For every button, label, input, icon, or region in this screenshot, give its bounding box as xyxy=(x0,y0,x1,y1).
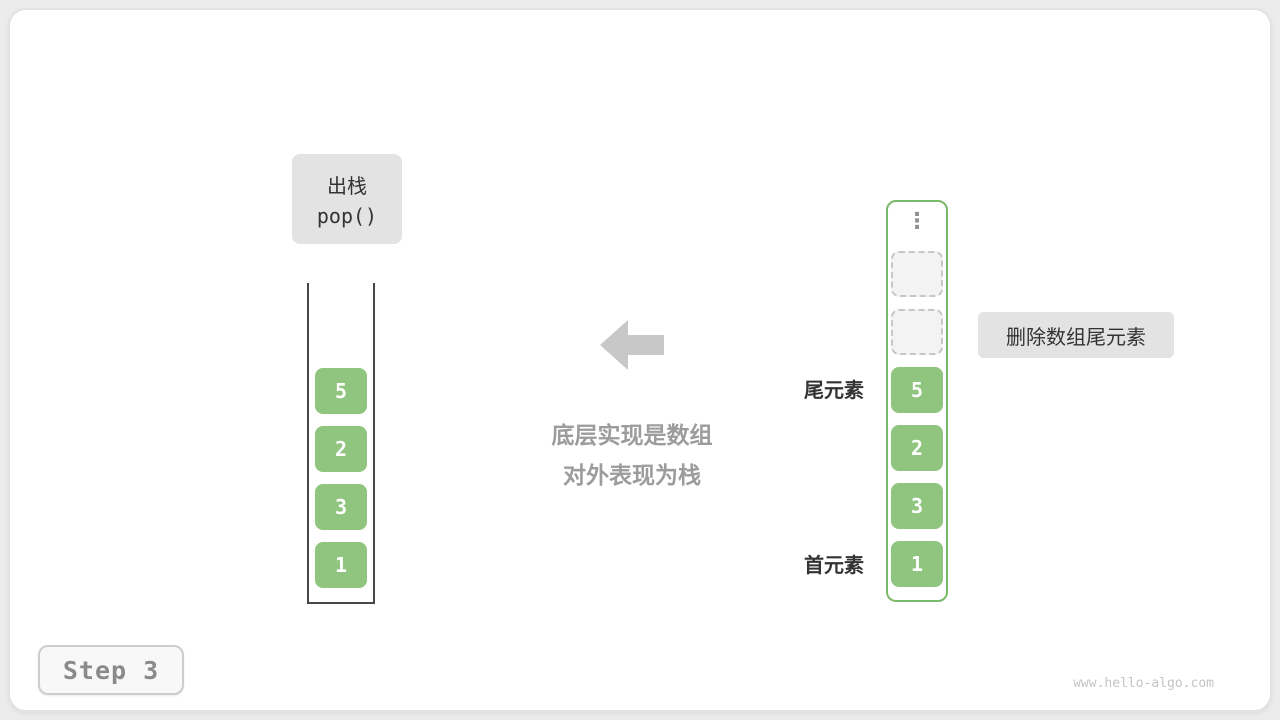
ellipsis-icon: ⋮ xyxy=(906,208,928,233)
delete-tail-annotation: 删除数组尾元素 xyxy=(978,312,1174,358)
empty-cell xyxy=(891,251,943,297)
array-cell: 3 xyxy=(891,483,943,529)
left-arrow-icon xyxy=(600,320,664,370)
head-element-label: 首元素 xyxy=(804,555,864,577)
array-cell: 5 xyxy=(891,367,943,413)
diagram-card: 出栈 pop() 5 2 3 1 底层实现是数组 对外表现为栈 ⋮ 5 2 3 … xyxy=(8,8,1272,712)
stack-cell: 5 xyxy=(315,368,367,414)
pop-operation-label: 出栈 pop() xyxy=(292,154,402,244)
caption-line-1: 底层实现是数组 xyxy=(551,422,713,448)
tail-element-label: 尾元素 xyxy=(804,380,864,402)
array-container: ⋮ 5 2 3 1 xyxy=(886,200,948,602)
stack-cell: 1 xyxy=(315,542,367,588)
empty-cell xyxy=(891,309,943,355)
stack-cell: 2 xyxy=(315,426,367,472)
stack-container: 5 2 3 1 xyxy=(307,283,375,604)
array-cell: 1 xyxy=(891,541,943,587)
watermark: www.hello-algo.com xyxy=(1073,676,1214,691)
step-badge: Step 3 xyxy=(38,645,184,695)
operation-title: 出栈 xyxy=(327,176,367,198)
caption: 底层实现是数组 对外表现为栈 xyxy=(492,415,772,495)
operation-code: pop() xyxy=(316,204,378,228)
stack-cell: 3 xyxy=(315,484,367,530)
array-cell: 2 xyxy=(891,425,943,471)
caption-line-2: 对外表现为栈 xyxy=(563,462,701,488)
